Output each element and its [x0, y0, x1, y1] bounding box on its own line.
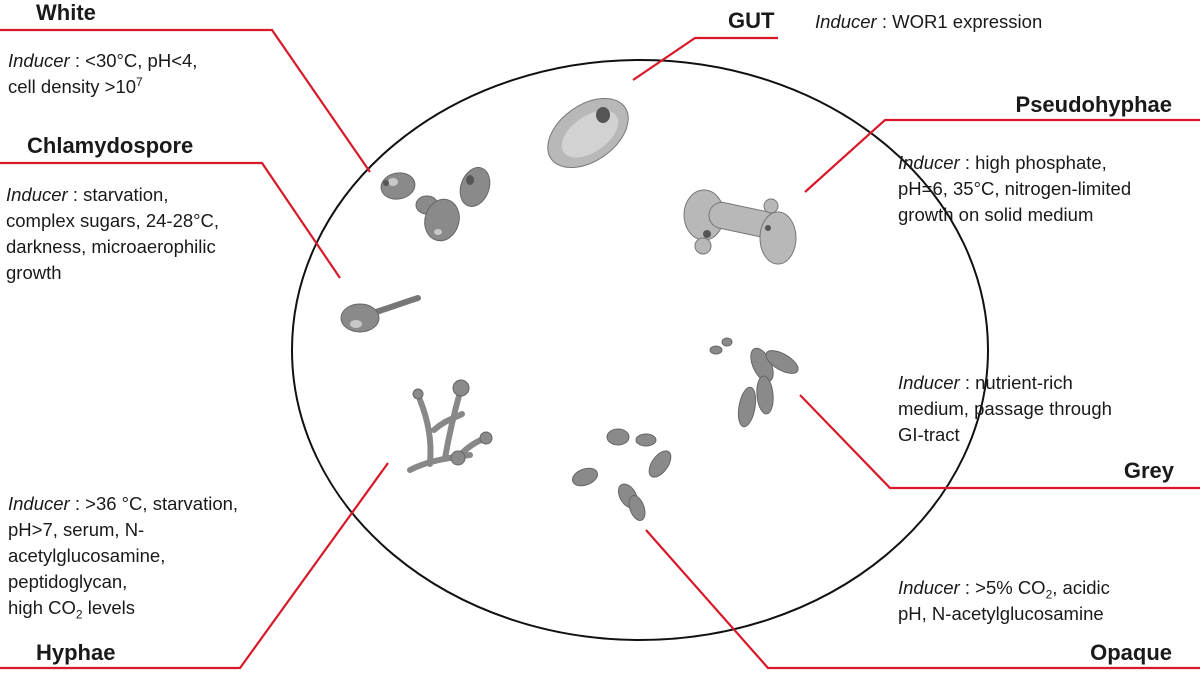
gut-inducer-text: Inducer : WOR1 expression	[815, 11, 1043, 32]
pseudohyphae-label: Pseudohyphae	[1015, 92, 1172, 117]
chlamydospore-inducer-text: Inducer : starvation, complex sugars, 24…	[6, 184, 220, 283]
leader-line-white	[0, 28, 371, 173]
leader-line-chlamydospore	[0, 161, 341, 279]
gut-label: GUT	[728, 8, 775, 33]
white-cells-illustration	[380, 167, 491, 242]
pseudohyphae-illustration	[683, 189, 797, 265]
chlamydospore-illustration	[340, 295, 421, 333]
leader-line-hyphae	[0, 462, 389, 670]
leader-line-gut	[632, 36, 778, 81]
grey-cells-illustration	[709, 337, 799, 428]
hyphae-illustration	[407, 389, 489, 473]
pseudohyphae-inducer-text: Inducer : high phosphate, pH=6, 35°C, ni…	[898, 152, 1132, 225]
white-label: White	[36, 0, 96, 25]
leader-line-opaque	[645, 529, 1200, 670]
central-circle	[291, 59, 989, 641]
opaque-cells-illustration	[571, 428, 672, 521]
hyphae-inducer-text: Inducer : >36 °C, starvation, pH>7, seru…	[8, 493, 239, 622]
leader-lines	[0, 28, 1200, 670]
gut-cell-illustration	[547, 97, 629, 169]
grey-inducer-text: Inducer : nutrient-rich medium, passage …	[898, 372, 1112, 445]
opaque-label: Opaque	[1090, 640, 1172, 665]
leader-line-pseudohyphae	[804, 118, 1200, 193]
grey-label: Grey	[1123, 458, 1174, 483]
chlamydospore-label: Chlamydospore	[27, 133, 194, 158]
opaque-inducer-text: Inducer : >5% CO2, acidic pH, N-acetylgl…	[898, 577, 1110, 624]
hyphae-label: Hyphae	[36, 640, 116, 665]
white-inducer-text: Inducer : <30°C, pH<4, cell density >107	[8, 50, 198, 97]
leader-line-grey	[799, 394, 1200, 490]
